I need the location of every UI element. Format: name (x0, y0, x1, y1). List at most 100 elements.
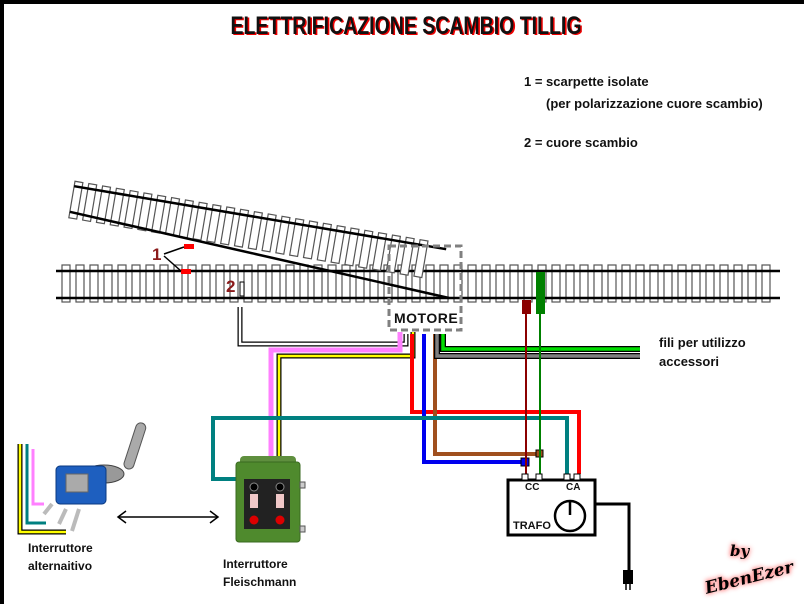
marker-2: 2 (226, 277, 236, 296)
track-tie (109, 187, 125, 227)
track-tie (192, 201, 208, 241)
teal-wire (211, 416, 569, 481)
track-tie (733, 264, 743, 303)
green-wire-outline (440, 334, 640, 352)
track-tie (288, 217, 305, 258)
track-tie (677, 264, 687, 303)
track-tie (131, 264, 141, 303)
track-tie (247, 210, 264, 251)
track-tie (425, 264, 435, 303)
track-tie (229, 264, 239, 303)
motor-label: MOTORE (394, 310, 459, 326)
track-tie (215, 264, 225, 303)
track-tie (635, 264, 645, 303)
track-tie (705, 264, 715, 303)
track-tie (137, 192, 153, 232)
track-tie (649, 264, 659, 303)
track-tie (316, 222, 333, 262)
track-tie (187, 264, 197, 303)
track-tie (302, 220, 319, 260)
track-tie (467, 264, 477, 303)
track-tie (271, 264, 281, 303)
pointer-line-1a (163, 246, 185, 255)
track-tie (81, 182, 98, 223)
track-tie (313, 264, 323, 303)
feeder-green-rail (536, 272, 545, 314)
track-tie (371, 231, 388, 272)
trafo-cc-label: CC (525, 482, 540, 493)
fleischmann-switch-icon (235, 456, 306, 543)
diagram-title: ELETTRIFICAZIONE SCAMBIO TILLIG (230, 12, 582, 40)
alt-switch-label-1: Interruttore (28, 541, 93, 555)
insulated-joiner-lower (181, 269, 191, 274)
trafo-label: TRAFO (513, 520, 551, 532)
insulated-joiner-upper (184, 244, 194, 249)
pink-wire (268, 332, 403, 456)
frog-wire (238, 307, 408, 346)
track-tie (481, 264, 491, 303)
track-tie (399, 236, 415, 276)
gray-wire-outline (434, 334, 640, 359)
track-tie (495, 264, 505, 303)
gray-wire (435, 334, 640, 358)
track-tie (330, 224, 346, 265)
accessories-label-1: fili per utilizzo (659, 335, 746, 350)
track-tie (261, 213, 277, 253)
track-tie (413, 239, 429, 279)
feeder-darkred-clip (522, 300, 531, 314)
track-tie (344, 227, 360, 267)
track-tie (159, 264, 169, 303)
wiring-diagram (17, 180, 780, 590)
trafo-ca-label: CA (566, 482, 581, 493)
track-tie (173, 264, 183, 303)
fleischmann-label-2: Fleischmann (223, 575, 297, 589)
brown-wire (433, 334, 539, 456)
signature-by: by (730, 542, 750, 560)
track-tie (607, 264, 617, 303)
track-tie (327, 264, 337, 303)
track-tie (233, 208, 250, 248)
motor-label-bg (392, 307, 458, 327)
trafo-terminals (521, 473, 581, 481)
track-tie (123, 189, 139, 230)
track-tie (621, 264, 631, 303)
red-wire (410, 334, 581, 474)
track-tie (257, 264, 267, 303)
pointer-line-1b (163, 255, 182, 272)
track-tie (206, 203, 222, 244)
marker-1: 1 (152, 245, 162, 264)
track-tie (285, 264, 295, 303)
track-tie (439, 264, 449, 303)
track-tie (761, 264, 771, 303)
track-tie (61, 264, 71, 303)
diverging-track (68, 180, 450, 300)
fleischmann-label-1: Interruttore (223, 557, 288, 571)
track-tie (117, 264, 127, 303)
alt-teal-wire (25, 444, 46, 525)
track-tie (68, 180, 84, 220)
blue-wire (422, 334, 525, 464)
motor-box (387, 244, 463, 332)
green-wire (441, 334, 640, 351)
track-tie (89, 264, 99, 303)
track-tie (719, 264, 729, 303)
diverge-rail-top (73, 184, 447, 251)
alt-yellow-wire (18, 444, 66, 534)
power-cord (595, 502, 631, 572)
track-tie (75, 264, 85, 303)
accessories-label-2: accessori (659, 354, 719, 369)
track-tie (385, 234, 402, 274)
track-tie (509, 264, 519, 303)
track-tie (103, 264, 113, 303)
legend-item-2: 2 = cuore scambio (524, 135, 638, 150)
legend-item-1-detail: (per polarizzazione cuore scambio) (546, 96, 763, 111)
alt-pink-wire (31, 449, 44, 506)
track-tie (747, 264, 757, 303)
track-tie (219, 206, 236, 246)
frog-connector (239, 281, 245, 297)
track-tie (691, 264, 701, 303)
track-tie (579, 264, 589, 303)
alt-switch-label-2: alternaitivo (28, 559, 93, 573)
track-tie (358, 229, 374, 269)
